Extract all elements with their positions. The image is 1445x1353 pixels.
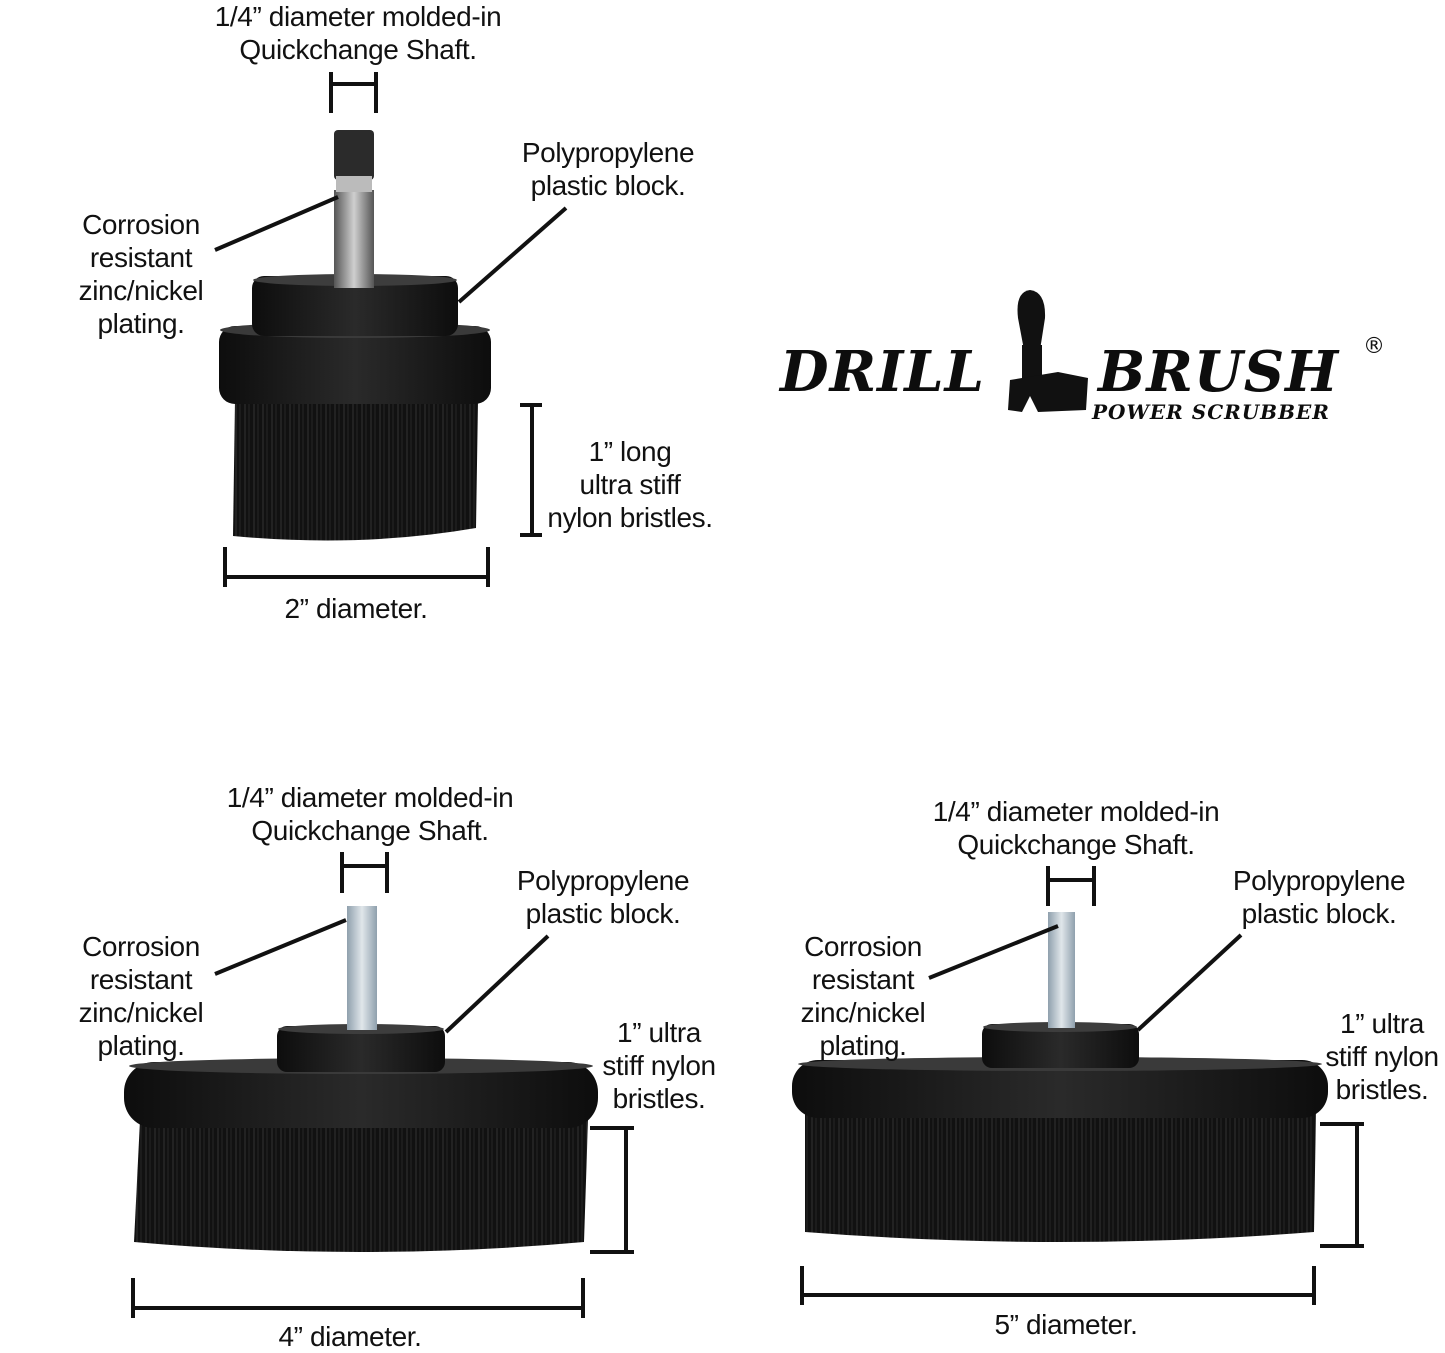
bristles-5-inch [805, 1110, 1316, 1242]
brand-tagline: POWER SCRUBBER [1092, 400, 1330, 424]
bristles-4-inch [134, 1120, 588, 1252]
base-block-4-inch [124, 1062, 598, 1128]
label-diameter-2-inch: 2” diameter. [284, 593, 428, 624]
shaft-5-inch [1048, 912, 1075, 1028]
brand-word-drill: DRILL [780, 339, 986, 405]
label-diameter-5-inch: 5” diameter. [994, 1309, 1138, 1340]
hub-2-inch [252, 276, 458, 336]
hub-4-inch [277, 1026, 445, 1072]
brand-word-brush: BRUSH [1098, 339, 1340, 405]
hub-5-inch [982, 1024, 1139, 1068]
bristles-2-inch [233, 400, 478, 541]
brush-2-inch [214, 72, 568, 587]
brush-4-inch [124, 852, 634, 1318]
base-block-5-inch [792, 1060, 1328, 1118]
shaft-2-inch [334, 190, 374, 288]
brush-5-inch [792, 866, 1364, 1305]
base-block-2-inch [219, 326, 491, 404]
drill-brush-logo-mark [1008, 290, 1088, 412]
shaft-4-inch [347, 906, 377, 1030]
registered-mark: ® [1363, 334, 1385, 359]
label-diameter-4-inch: 4” diameter. [278, 1321, 422, 1352]
